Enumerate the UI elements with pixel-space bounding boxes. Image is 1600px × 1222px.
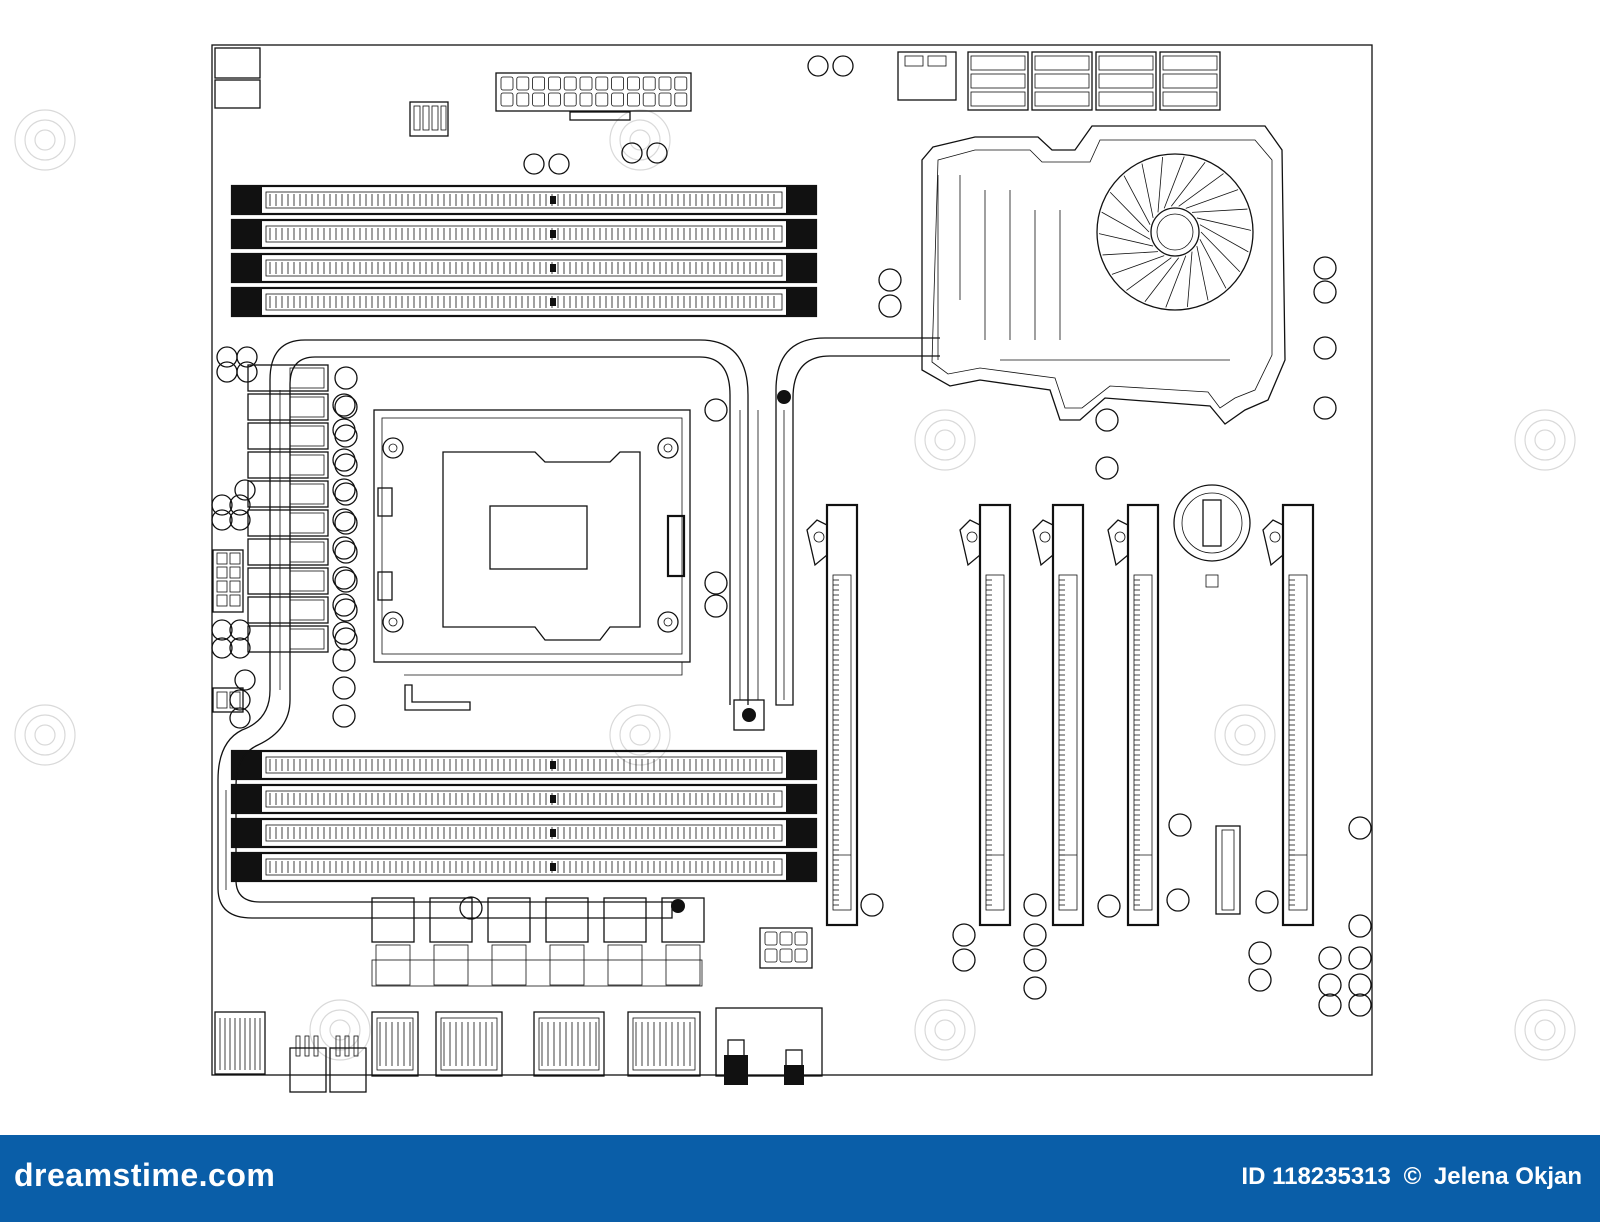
top-left-block <box>214 47 261 79</box>
brand-logo[interactable]: dreamstime.com <box>14 1157 276 1193</box>
header-block <box>897 51 957 101</box>
chipset-heatsink <box>921 125 1286 425</box>
pcie-slots <box>806 503 1315 927</box>
atx-power-connector <box>495 72 692 112</box>
ram-slots-bottom <box>230 749 818 883</box>
ram-slots-top <box>230 184 818 318</box>
bottom-chokes <box>371 897 705 987</box>
heat-pipe <box>217 337 940 919</box>
cpu-socket <box>373 409 691 711</box>
sata-ports <box>967 51 1221 111</box>
image-id: ID 118235313 <box>1241 1163 1391 1190</box>
motherboard-drawing <box>14 44 1576 1093</box>
top-left-block-2 <box>214 79 261 109</box>
author-name: Jelena Okjan <box>1433 1163 1582 1190</box>
image-credit: ID 118235313 © Jelena Okjan <box>1235 1163 1582 1191</box>
fan-ring <box>1096 153 1254 311</box>
motherboard-svg <box>14 44 1576 1093</box>
vrm-chokes <box>211 346 358 729</box>
bios-chip <box>1215 825 1241 915</box>
top-capacitors <box>523 55 854 175</box>
copyright-symbol: © <box>1403 1163 1422 1190</box>
eight-pin-connector <box>759 927 813 969</box>
footer-bar: dreamstime.com ID 118235313 © Jelena Okj… <box>0 1135 1600 1222</box>
dip-switch <box>409 101 449 137</box>
fan-hub <box>1150 207 1200 257</box>
capacitors <box>332 256 1372 1017</box>
cmos-battery <box>1173 484 1251 588</box>
watermark-swirls <box>14 109 1576 1061</box>
fan-blades <box>1098 156 1252 308</box>
rear-io <box>214 1007 823 1093</box>
atx-latch <box>569 111 631 121</box>
